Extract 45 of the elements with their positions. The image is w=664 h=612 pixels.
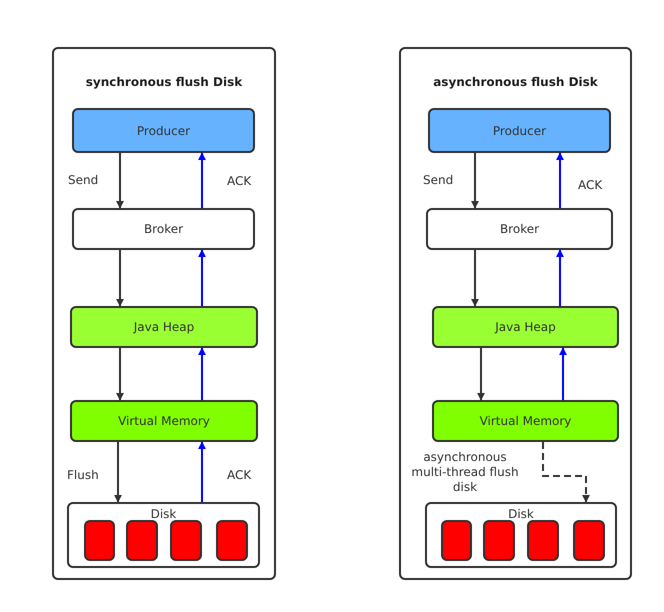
arrow	[114, 442, 122, 503]
panel	[399, 47, 632, 580]
disk-block	[84, 520, 115, 561]
process-box	[70, 400, 258, 442]
node-label: Broker	[144, 221, 184, 238]
arrow	[556, 152, 564, 208]
arrow	[198, 441, 206, 502]
disk-block	[573, 520, 605, 561]
arrow	[116, 348, 124, 401]
arrow	[116, 250, 124, 307]
disk-block	[483, 520, 515, 561]
disk-block	[527, 520, 559, 561]
process-box	[70, 306, 258, 348]
arrow	[198, 152, 206, 208]
process-box	[432, 400, 619, 442]
arrow	[116, 153, 124, 209]
node-label: Disk	[150, 506, 178, 523]
panel-title: synchronous flush Disk	[84, 74, 244, 91]
disk-block	[170, 520, 202, 561]
process-box	[432, 306, 619, 348]
node-label: Broker	[500, 221, 540, 238]
node-label: Java Heap	[134, 319, 194, 336]
disk-block	[216, 520, 248, 561]
arrow	[556, 249, 564, 306]
node-label: Producer	[492, 122, 546, 140]
arrow	[198, 347, 206, 400]
node-label: Java Heap	[495, 319, 556, 336]
node-label: Virtual Memory	[480, 413, 572, 430]
arrow	[542, 442, 590, 503]
node-label: Producer	[136, 122, 190, 140]
arrow	[198, 249, 206, 306]
node-label: Disk	[507, 506, 535, 523]
process-box	[72, 208, 255, 250]
disk-block	[126, 520, 158, 561]
arrow	[559, 347, 567, 400]
node-label: Virtual Memory	[118, 413, 210, 430]
process-box	[428, 108, 611, 153]
process-box	[72, 108, 255, 153]
panel-title: asynchronous flush Disk	[432, 74, 599, 91]
panel	[52, 47, 276, 580]
arrow	[471, 250, 479, 307]
disk-block	[441, 520, 472, 561]
process-box	[426, 208, 613, 250]
arrow	[477, 348, 485, 401]
arrow	[471, 153, 479, 209]
